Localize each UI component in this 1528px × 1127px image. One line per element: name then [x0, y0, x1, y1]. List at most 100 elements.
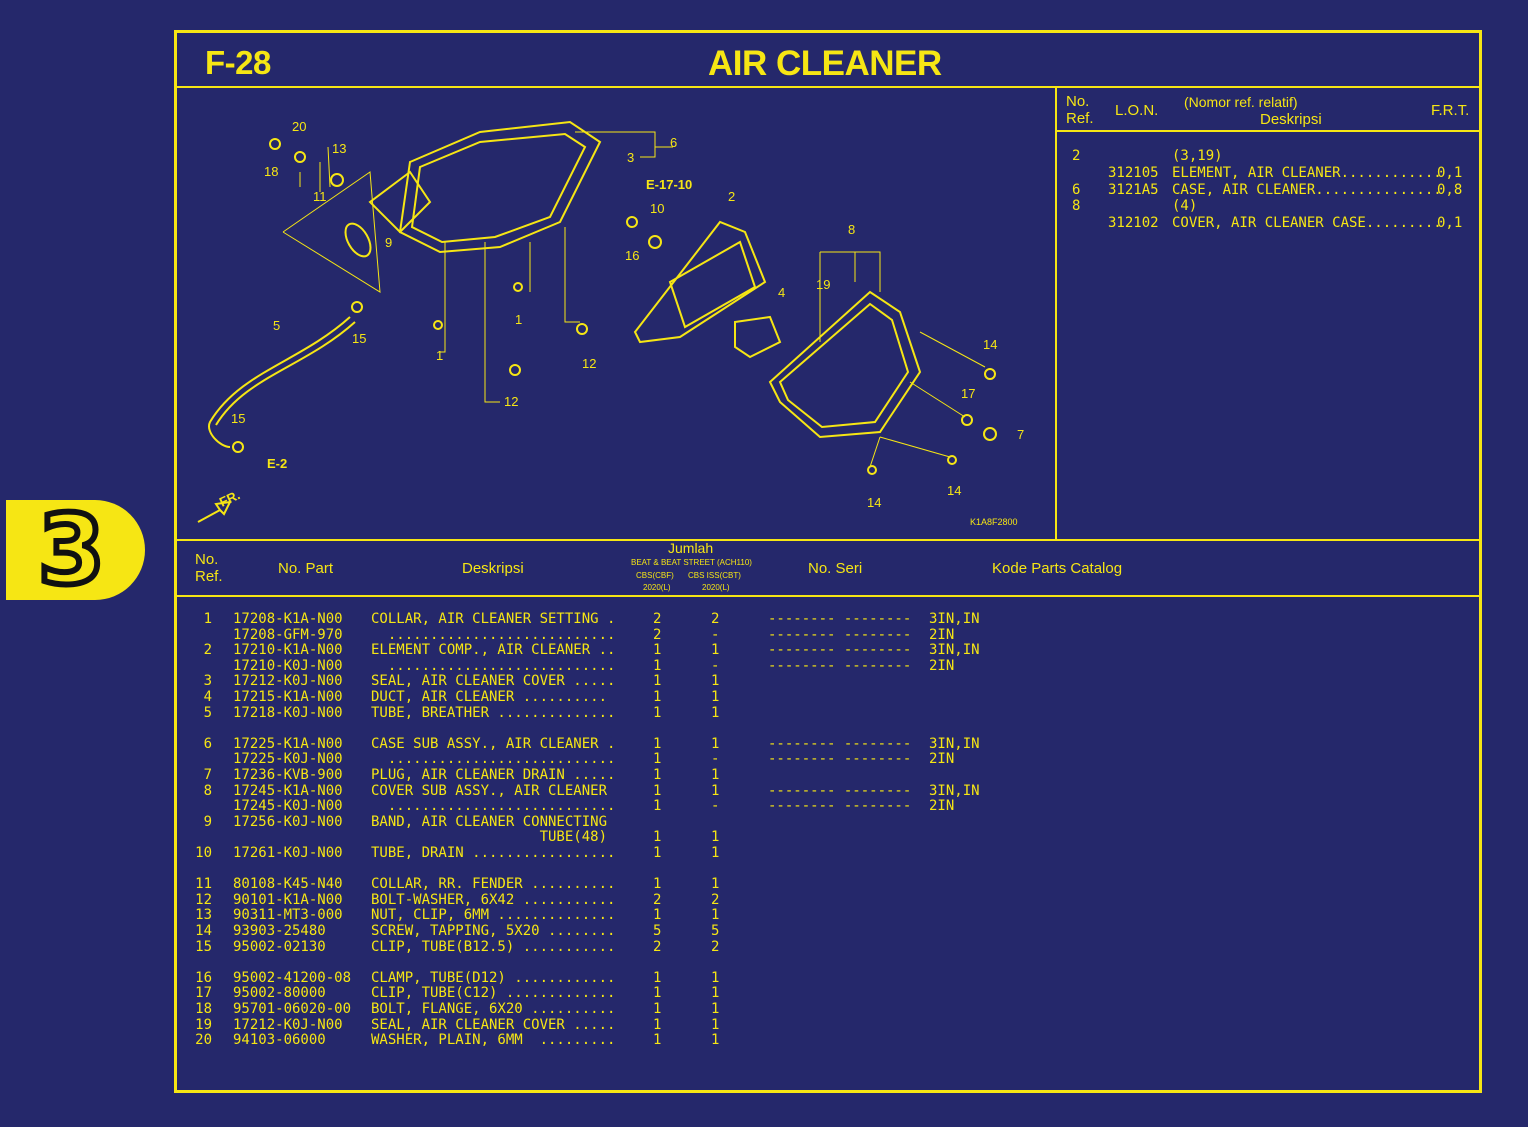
part-number: 95002-02130 [233, 938, 326, 955]
qty-cbs: 1 [653, 751, 662, 768]
part-ref: 20 [195, 1032, 212, 1049]
part-description: ........................... [371, 751, 616, 768]
part-ref: 13 [195, 907, 212, 924]
serial-number: -------- -------- [768, 642, 912, 659]
parts-header-year2: 2020(L) [702, 583, 730, 592]
part-number: 17225-K1A-N00 [233, 735, 343, 752]
case-shape [398, 120, 602, 254]
part-description: SEAL, AIR CLEANER COVER ..... [371, 1016, 616, 1033]
part-description: COLLAR, AIR CLEANER SETTING . [371, 611, 616, 627]
qty-cbs-iss: 1 [711, 1016, 720, 1033]
frt-header-desc: Deskripsi [1260, 111, 1322, 128]
part-description: CLAMP, TUBE(D12) ............ [371, 969, 616, 986]
catalog-code: 2IN [929, 798, 955, 815]
frt-ref: 6 [1072, 182, 1081, 198]
callout-label: 15 [352, 331, 366, 346]
part-number: 17218-K0J-N00 [233, 704, 343, 721]
parts-header-col2: CBS ISS(CBT) [688, 571, 741, 580]
part-number: 95002-41200-08 [233, 969, 352, 986]
front-arrow-label: FR. [217, 487, 242, 509]
part-description: COLLAR, RR. FENDER .......... [371, 876, 616, 893]
qty-cbs-iss: 1 [711, 845, 720, 861]
qty-cbs-iss: 1 [711, 735, 720, 752]
frt-desc: (4) [1172, 198, 1198, 214]
frt-lon: 312102 [1108, 215, 1159, 231]
part-ref: 5 [203, 704, 212, 721]
serial-number: -------- -------- [768, 611, 912, 627]
serial-number: -------- -------- [768, 735, 912, 752]
qty-cbs: 1 [653, 673, 662, 690]
part-number: 17208-GFM-970 [233, 626, 343, 643]
page-code: F-28 [205, 44, 271, 81]
part-number: 80108-K45-N40 [233, 876, 343, 893]
callout-label: 14 [867, 495, 881, 510]
callout-label: 2 [728, 189, 735, 204]
frt-value: 0,1 [1437, 215, 1463, 231]
callout-label: 9 [385, 235, 392, 250]
part-number: 95701-06020-00 [233, 1001, 352, 1017]
part-description: ........................... [371, 626, 616, 643]
part-number: 17245-K1A-N00 [233, 782, 343, 799]
frt-lon: 312105 [1108, 165, 1159, 181]
part-description: TUBE, DRAIN ................. [371, 845, 616, 861]
qty-cbs: 1 [653, 1016, 662, 1033]
page-title: AIR CLEANER [708, 44, 942, 83]
divider [174, 539, 1482, 541]
qty-cbs-iss: 1 [711, 673, 720, 690]
part-ref: 3 [203, 673, 212, 690]
qty-cbs: 5 [653, 923, 662, 939]
part-ref: 12 [195, 891, 212, 908]
catalog-code: 3IN,IN [929, 611, 980, 627]
part-description: SEAL, AIR CLEANER COVER ..... [371, 673, 616, 690]
qty-cbs-iss: 1 [711, 1001, 720, 1017]
catalog-code: 3IN,IN [929, 735, 980, 752]
qty-cbs: 1 [653, 829, 662, 846]
callout-label: 11 [313, 189, 327, 204]
qty-cbs: 2 [653, 938, 662, 955]
parts-header-model: BEAT & BEAT STREET (ACH110) [631, 558, 752, 567]
part-description: COVER SUB ASSY., AIR CLEANER [371, 782, 608, 799]
callout-label: 12 [582, 356, 596, 371]
serial-number: -------- -------- [768, 657, 912, 674]
part-ref: 8 [203, 782, 212, 799]
part-description: TUBE(48) [371, 829, 608, 846]
part-ref: 18 [195, 1001, 212, 1017]
part-ref: 19 [195, 1016, 212, 1033]
callout-label: 15 [231, 411, 245, 426]
part-number: 95002-80000 [233, 985, 326, 1002]
parts-header-desc: Deskripsi [462, 560, 524, 577]
part-description: BAND, AIR CLEANER CONNECTING [371, 813, 608, 830]
element-shape [633, 220, 767, 344]
part-ref: 10 [195, 845, 212, 861]
drawing-code: K1A8F2800 [970, 517, 1018, 527]
qty-cbs-iss: 1 [711, 876, 720, 893]
callout-label: 14 [947, 483, 961, 498]
part-ref: 2 [203, 642, 212, 659]
qty-cbs-iss: 2 [711, 938, 720, 955]
serial-number: -------- -------- [768, 798, 912, 815]
part-ref: 15 [195, 938, 212, 955]
qty-cbs-iss: 1 [711, 782, 720, 799]
catalog-code: 3IN,IN [929, 782, 980, 799]
part-number: 17256-K0J-N00 [233, 813, 343, 830]
callout-label: 12 [504, 394, 518, 409]
part-description: ELEMENT COMP., AIR CLEANER .. [371, 642, 616, 659]
part-number: 90101-K1A-N00 [233, 891, 343, 908]
part-ref: 16 [195, 969, 212, 986]
qty-cbs: 1 [653, 876, 662, 893]
exploded-parts-diagram: 20 13 18 11 9 6 3 E-17-10 10 16 2 8 19 4… [197, 119, 1024, 527]
callout-label: 6 [670, 135, 677, 150]
callout-label: 1 [436, 348, 443, 363]
callout-label: 7 [1017, 427, 1024, 442]
part-description: TUBE, BREATHER .............. [371, 704, 616, 721]
part-description: ........................... [371, 657, 616, 674]
qty-cbs: 1 [653, 767, 662, 783]
qty-cbs: 1 [653, 845, 662, 861]
callout-label: 18 [264, 164, 278, 179]
qty-cbs-iss: - [711, 626, 720, 643]
parts-header-ref: No. Ref. [195, 551, 223, 585]
frt-desc: (3,19) [1172, 148, 1223, 164]
callout-label: 1 [515, 312, 522, 327]
qty-cbs-iss: 1 [711, 704, 720, 721]
callout-label: E-17-10 [646, 177, 692, 192]
